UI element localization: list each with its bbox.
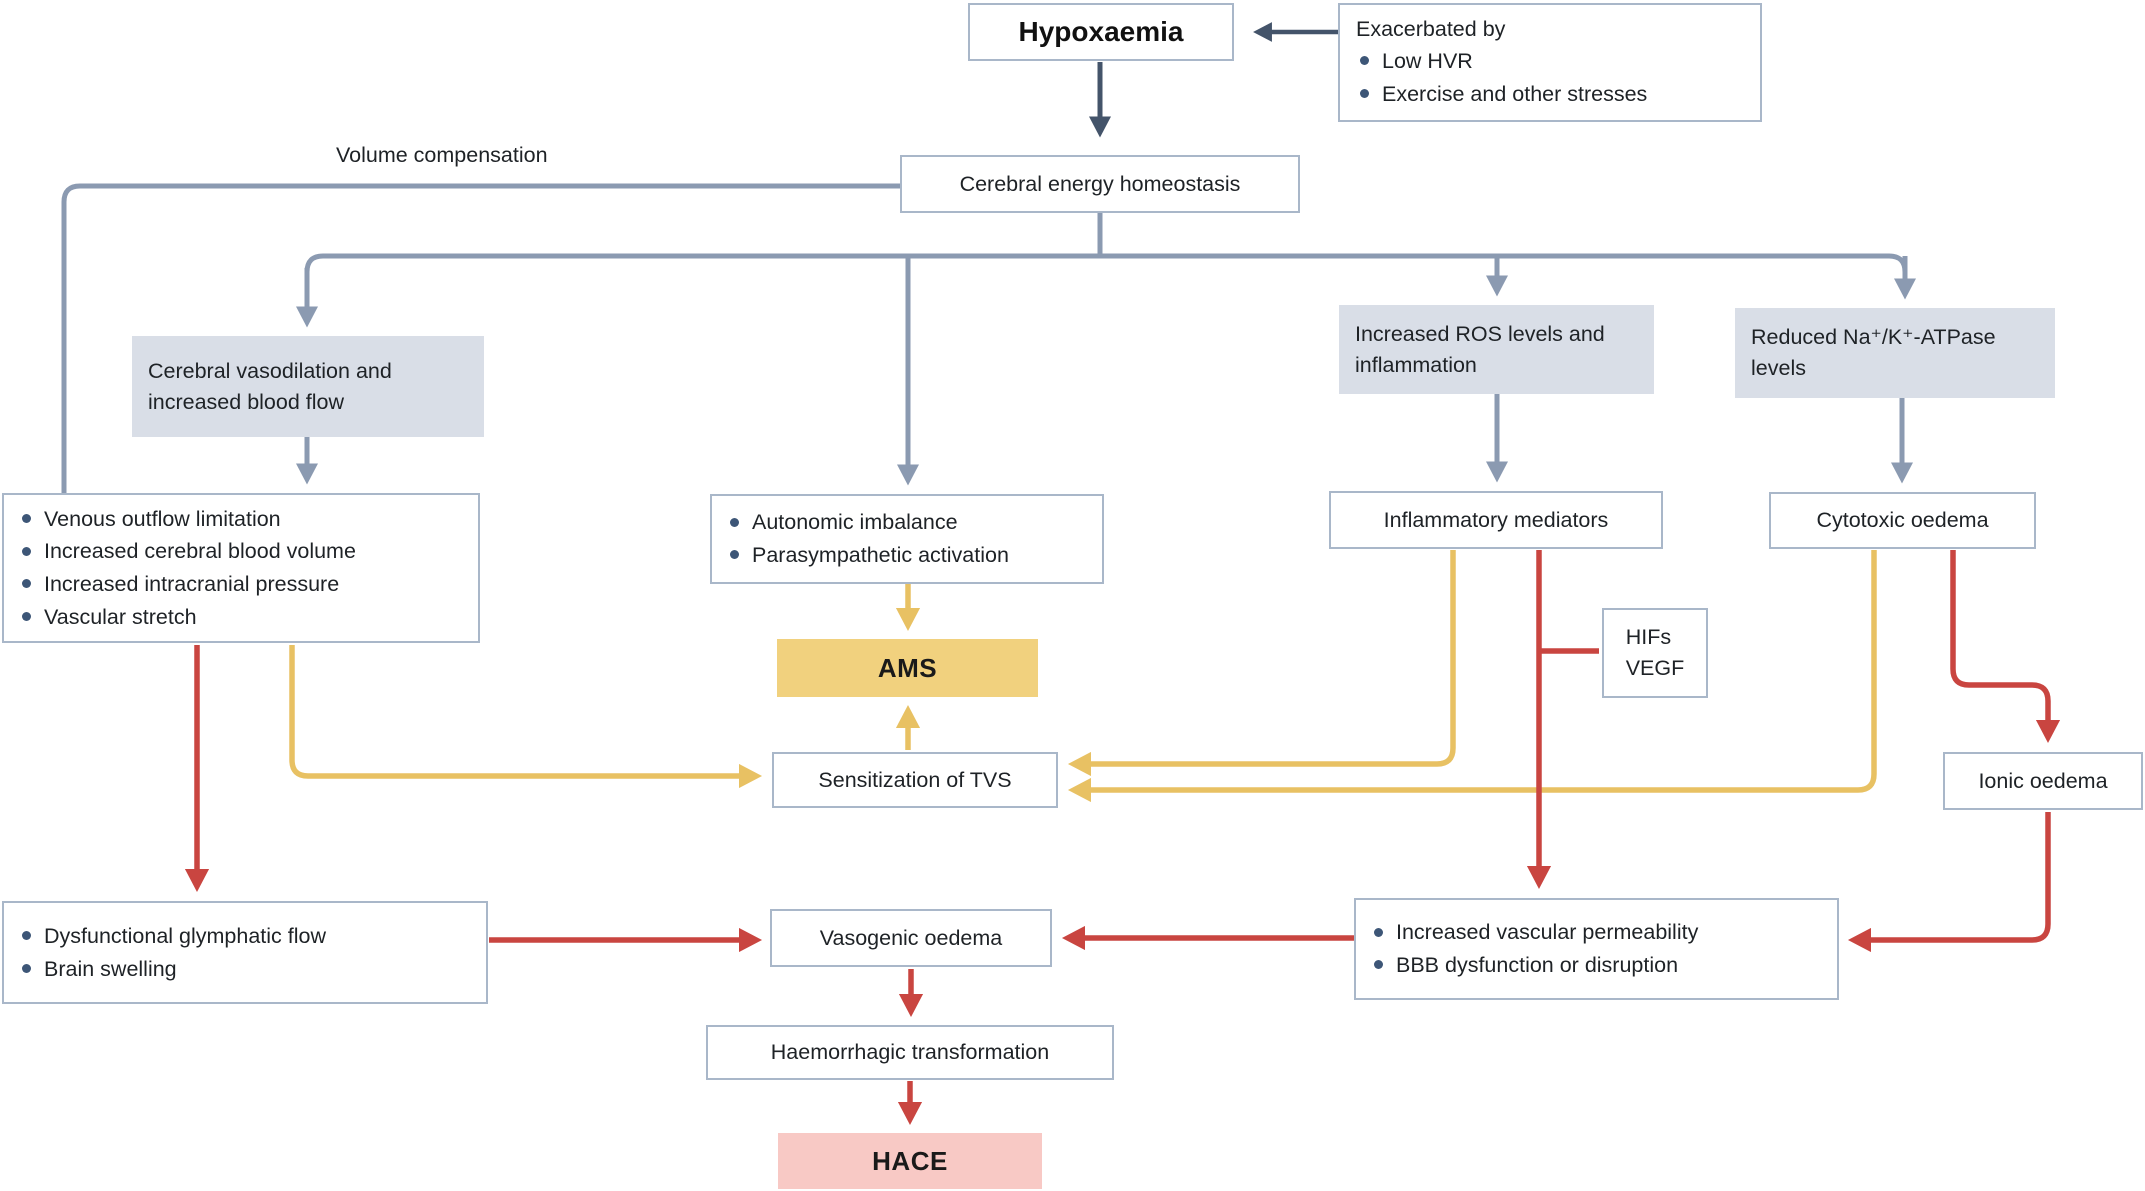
node-vascular-permeability: Increased vascular permeability BBB dysf… [1354,898,1839,1000]
node-exacerbated: Exacerbated by Low HVR Exercise and othe… [1338,3,1762,122]
list-item: Increased vascular permeability [1370,917,1698,948]
node-cerebral-vasodilation: Cerebral vasodilation and increased bloo… [132,336,484,437]
node-ams: AMS [777,639,1038,697]
list-item: Parasympathetic activation [726,540,1009,571]
node-autonomic: Autonomic imbalance Parasympathetic acti… [710,494,1104,584]
node-inflammatory-mediators: Inflammatory mediators [1329,491,1663,549]
path-venous-to-sensitization [289,645,763,789]
exacerbated-list: Low HVR Exercise and other stresses [1356,46,1647,109]
node-increased-ros: Increased ROS levels and inflammation [1339,305,1654,394]
node-hypoxaemia: Hypoxaemia [968,3,1234,61]
hifs-line: HIFs [1625,625,1672,650]
list-item: Increased intracranial pressure [18,569,356,600]
list-item: Autonomic imbalance [726,507,1009,538]
list-item: Vascular stretch [18,602,356,633]
list-item: Venous outflow limitation [18,504,356,535]
label-volume-compensation: Volume compensation [336,142,548,167]
node-cytotoxic-oedema: Cytotoxic oedema [1769,492,2036,549]
node-hifs-vegf: HIFs VEGF [1602,608,1708,698]
node-vasogenic-oedema: Vasogenic oedema [770,909,1052,967]
list-item: Exercise and other stresses [1356,79,1647,110]
node-ionic-oedema: Ionic oedema [1943,752,2143,810]
node-venous-effects: Venous outflow limitation Increased cere… [2,493,480,643]
node-hace: HACE [778,1133,1042,1189]
path-cytotoxic-to-ionic [1950,550,2061,744]
list-item: Low HVR [1356,46,1647,77]
node-sensitization-tvs: Sensitization of TVS [772,752,1058,808]
list-item: Brain swelling [18,954,326,985]
node-haemorrhagic: Haemorrhagic transformation [706,1025,1114,1080]
node-reduced-atpase: Reduced Na⁺/K⁺-ATPase levels [1735,308,2055,398]
path-inflammatory-to-sensitization [1067,550,1456,777]
node-cerebral-energy: Cerebral energy homeostasis [900,155,1300,213]
node-glymphatic: Dysfunctional glymphatic flow Brain swel… [2,901,488,1004]
vegf-line: VEGF [1625,656,1685,680]
node-hypoxaemia-label: Hypoxaemia [1018,16,1184,48]
path-ionic-to-permeability [1847,812,2051,953]
exacerbated-title: Exacerbated by [1356,16,1506,41]
line-volume-compensation [61,183,900,524]
list-item: BBB dysfunction or disruption [1370,950,1698,981]
path-cytotoxic-to-sensitization [1067,550,1877,803]
branch-horizontal [304,253,1908,273]
list-item: Dysfunctional glymphatic flow [18,921,326,952]
list-item: Increased cerebral blood volume [18,536,356,567]
